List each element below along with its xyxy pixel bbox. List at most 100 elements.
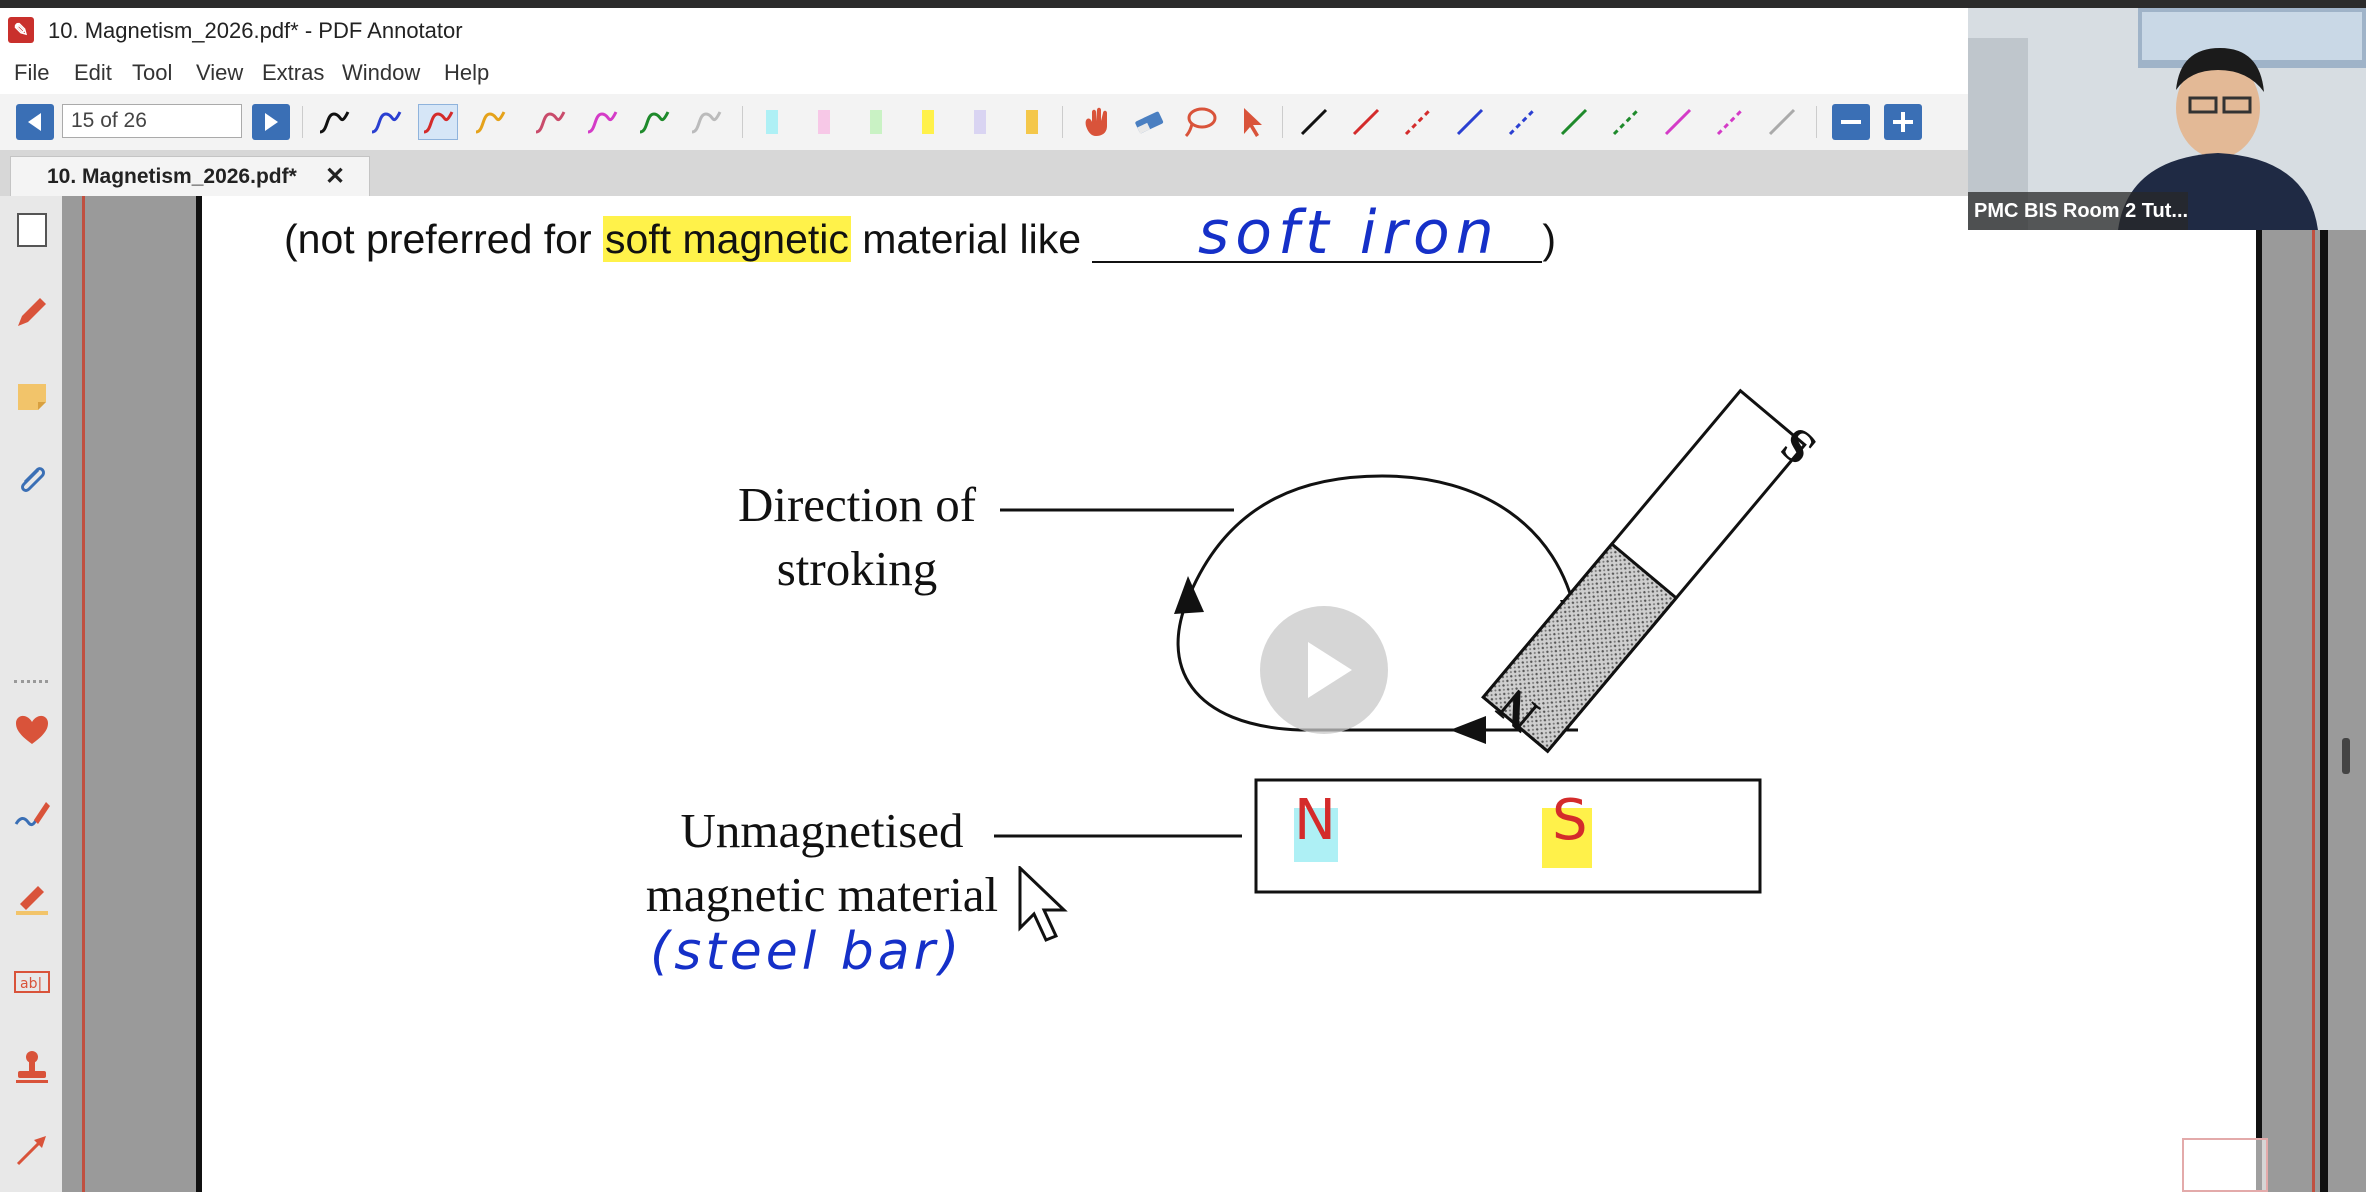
close-icon[interactable]: ✕ — [325, 163, 346, 190]
line-tool-button[interactable] — [1294, 104, 1334, 140]
lasso-icon — [1184, 107, 1217, 138]
highlighter-color-button[interactable] — [856, 104, 896, 140]
zoom-out-button[interactable] — [1832, 104, 1870, 140]
highlighter-color-button[interactable] — [960, 104, 1000, 140]
highlighter-color-button[interactable] — [1012, 104, 1052, 140]
line-tool-button[interactable] — [1606, 104, 1646, 140]
sticky-note-icon — [18, 384, 46, 410]
highlighter-button[interactable] — [12, 878, 52, 918]
line-icon — [1560, 108, 1588, 136]
hand-tool-button[interactable] — [1076, 104, 1116, 140]
diagonal-arrow-icon — [16, 1136, 46, 1166]
app-logo-icon: ✎ — [8, 17, 34, 43]
line-icon — [1768, 108, 1796, 136]
highlighter-swatch-icon — [766, 110, 778, 134]
line-tool-button[interactable] — [1762, 104, 1802, 140]
highlighter-icon — [16, 886, 48, 915]
highlighter-color-button[interactable] — [908, 104, 948, 140]
pen-annotations-button[interactable] — [12, 292, 52, 332]
pencil-squiggle-icon — [14, 802, 50, 827]
select-tool-button[interactable] — [1232, 104, 1272, 140]
menu-edit[interactable]: Edit — [74, 60, 112, 85]
bar-pole-n: N — [1294, 788, 1336, 853]
menu-extras[interactable]: Extras — [262, 60, 325, 85]
handwritten-note: (steel bar) — [650, 922, 964, 982]
menu-window[interactable]: Window — [342, 60, 421, 85]
pen-stroke-icon — [371, 111, 402, 134]
previous-page-button[interactable] — [16, 104, 54, 140]
arrow-annotation-button[interactable] — [12, 1130, 52, 1170]
pen-color-button[interactable] — [530, 104, 570, 140]
page-thumbnail-button[interactable] — [12, 210, 52, 250]
question-sentence: (not preferred for soft magnetic materia… — [284, 216, 1556, 263]
next-page-button[interactable] — [252, 104, 290, 140]
line-tool-button[interactable] — [1554, 104, 1594, 140]
tab-label: 10. Magnetism_2026.pdf* — [47, 165, 297, 188]
pen-icon — [18, 298, 46, 326]
line-tool-button[interactable] — [1658, 104, 1698, 140]
pen-color-button[interactable] — [366, 104, 406, 140]
toolbar-separator — [742, 106, 743, 138]
line-icon — [1664, 108, 1692, 136]
vertical-scrollbar[interactable] — [2342, 738, 2350, 774]
attachments-button[interactable] — [12, 460, 52, 500]
pdf-page[interactable]: (not preferred for soft magnetic materia… — [196, 196, 2262, 1192]
play-button[interactable] — [1260, 606, 1388, 734]
line-tool-button[interactable] — [1450, 104, 1490, 140]
pen-stroke-icon — [319, 111, 350, 134]
highlighted-text: soft magnetic — [603, 216, 851, 262]
highlighter-color-button[interactable] — [752, 104, 792, 140]
text-box-button[interactable]: ab| — [12, 962, 52, 1002]
answer-blank — [1092, 221, 1543, 263]
stamp-button[interactable] — [12, 1046, 52, 1086]
tab-document[interactable]: 10. Magnetism_2026.pdf* ✕ — [10, 156, 370, 196]
line-tool-button[interactable] — [1502, 104, 1542, 140]
line-tool-button[interactable] — [1710, 104, 1750, 140]
sentence-text: (not preferred for — [284, 216, 604, 262]
toolbar-separator — [1282, 106, 1283, 138]
pen-color-button[interactable] — [582, 104, 622, 140]
highlighter-color-button[interactable] — [804, 104, 844, 140]
lasso-tool-button[interactable] — [1180, 104, 1220, 140]
direction-label-line2: stroking — [776, 541, 938, 596]
highlighter-swatch-icon — [818, 110, 830, 134]
menu-file[interactable]: File — [14, 60, 50, 85]
play-icon — [1308, 642, 1352, 698]
document-viewport[interactable]: (not preferred for soft magnetic materia… — [62, 196, 2366, 1192]
pointer-arrow-icon — [1244, 108, 1262, 137]
top-strip — [0, 0, 2366, 8]
bar-pole-s: S — [1552, 788, 1588, 853]
menu-view[interactable]: View — [196, 60, 244, 85]
menu-bar: File Edit Tool View Extras Window Help — [0, 52, 1968, 94]
raise-hand-icon — [2182, 1138, 2268, 1192]
minus-icon — [1841, 120, 1861, 124]
line-icon — [1352, 108, 1380, 136]
line-tool-button[interactable] — [1346, 104, 1386, 140]
highlighter-swatch-icon — [922, 110, 934, 134]
page-number-input[interactable]: 15 of 26 — [62, 104, 242, 138]
sentence-text: material like — [850, 216, 1093, 262]
line-icon — [1404, 108, 1432, 136]
direction-label-line1: Direction of — [737, 477, 977, 532]
arrow-right-icon — [265, 113, 278, 131]
zoom-in-button[interactable] — [1884, 104, 1922, 140]
pen-color-button[interactable] — [634, 104, 674, 140]
pen-color-button[interactable] — [686, 104, 726, 140]
stamp-icon — [16, 1051, 48, 1083]
line-icon — [1300, 108, 1328, 136]
freehand-button[interactable] — [12, 794, 52, 834]
blank-page-icon — [17, 213, 47, 247]
line-icon — [1612, 108, 1640, 136]
pen-color-button[interactable] — [418, 104, 458, 140]
pen-color-button[interactable] — [314, 104, 354, 140]
menu-tool[interactable]: Tool — [132, 60, 173, 85]
pen-color-button[interactable] — [470, 104, 510, 140]
favorites-button[interactable] — [12, 710, 52, 750]
line-tool-button[interactable] — [1398, 104, 1438, 140]
highlighter-swatch-icon — [1026, 110, 1038, 134]
eraser-tool-button[interactable] — [1128, 104, 1168, 140]
yellow-highlight — [1542, 808, 1592, 868]
notes-button[interactable] — [12, 376, 52, 416]
menu-help[interactable]: Help — [444, 60, 490, 85]
